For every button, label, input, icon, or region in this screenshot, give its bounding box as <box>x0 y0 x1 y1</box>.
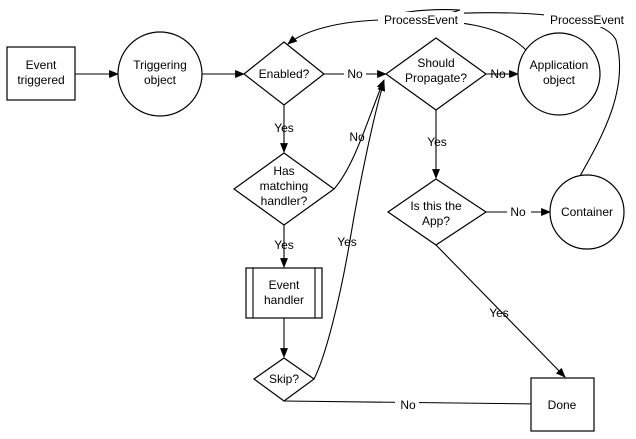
edge-label-enabled-yes: Yes <box>274 121 294 135</box>
node-enabled-decision: Enabled? <box>243 41 325 106</box>
edge-label-handler-no: No <box>349 130 365 144</box>
edge-process-event-container <box>377 9 621 177</box>
node-should-propagate-label-2: Propagate? <box>405 71 467 85</box>
edge-label-skip-yes: Yes <box>337 235 357 249</box>
node-done: Done <box>530 377 595 432</box>
node-skip-label: Skip? <box>269 372 299 386</box>
edge-label-app-yes: Yes <box>489 306 509 320</box>
edge-label-app-no: No <box>510 205 526 219</box>
node-event-triggered-label-1: Event <box>26 58 57 72</box>
node-event-handler: Event handler <box>245 267 323 319</box>
node-application-object-label-1: Application <box>530 58 589 72</box>
node-event-triggered: Event triggered <box>6 46 76 101</box>
edge-label-skip-no: No <box>400 398 416 412</box>
node-is-this-the-app-label-1: Is this the <box>410 199 462 213</box>
node-is-this-the-app-decision: Is this the App? <box>386 178 488 246</box>
edge-label-process-event-2: ProcessEvent <box>550 13 625 27</box>
node-application-object-label-2: object <box>543 73 576 87</box>
edge-label-propagate-yes: Yes <box>427 135 447 149</box>
node-triggering-object: Triggering object <box>117 31 203 117</box>
node-should-propagate-decision: Should Propagate? <box>384 37 488 111</box>
node-container-label: Container <box>561 205 613 219</box>
edge-handler-no <box>333 79 385 190</box>
node-has-matching-handler-label-2: matching <box>260 179 309 193</box>
node-triggering-object-label-1: Triggering <box>133 58 187 72</box>
node-container: Container <box>549 174 625 250</box>
node-enabled-label: Enabled? <box>259 67 310 81</box>
node-event-handler-label-2: handler <box>264 293 304 307</box>
node-done-label: Done <box>548 398 577 412</box>
node-is-this-the-app-label-2: App? <box>422 214 450 228</box>
node-has-matching-handler-decision: Has matching handler? <box>232 152 336 226</box>
edge-label-process-event-1: ProcessEvent <box>384 13 459 27</box>
node-should-propagate-label-1: Should <box>417 56 454 70</box>
node-event-handler-label-1: Event <box>269 278 300 292</box>
edge-label-propagate-no: No <box>490 67 506 81</box>
edge-label-handler-yes: Yes <box>274 238 294 252</box>
edge-label-enabled-no: No <box>347 67 363 81</box>
node-event-triggered-label-2: triggered <box>17 73 64 87</box>
node-has-matching-handler-label-1: Has <box>273 164 294 178</box>
node-skip-decision: Skip? <box>252 357 316 402</box>
edge-skip-yes <box>313 81 386 380</box>
node-has-matching-handler-label-3: handler? <box>261 194 308 208</box>
edge-app-yes <box>435 244 566 378</box>
node-triggering-object-label-2: object <box>144 73 177 87</box>
node-application-object: Application object <box>517 32 601 116</box>
